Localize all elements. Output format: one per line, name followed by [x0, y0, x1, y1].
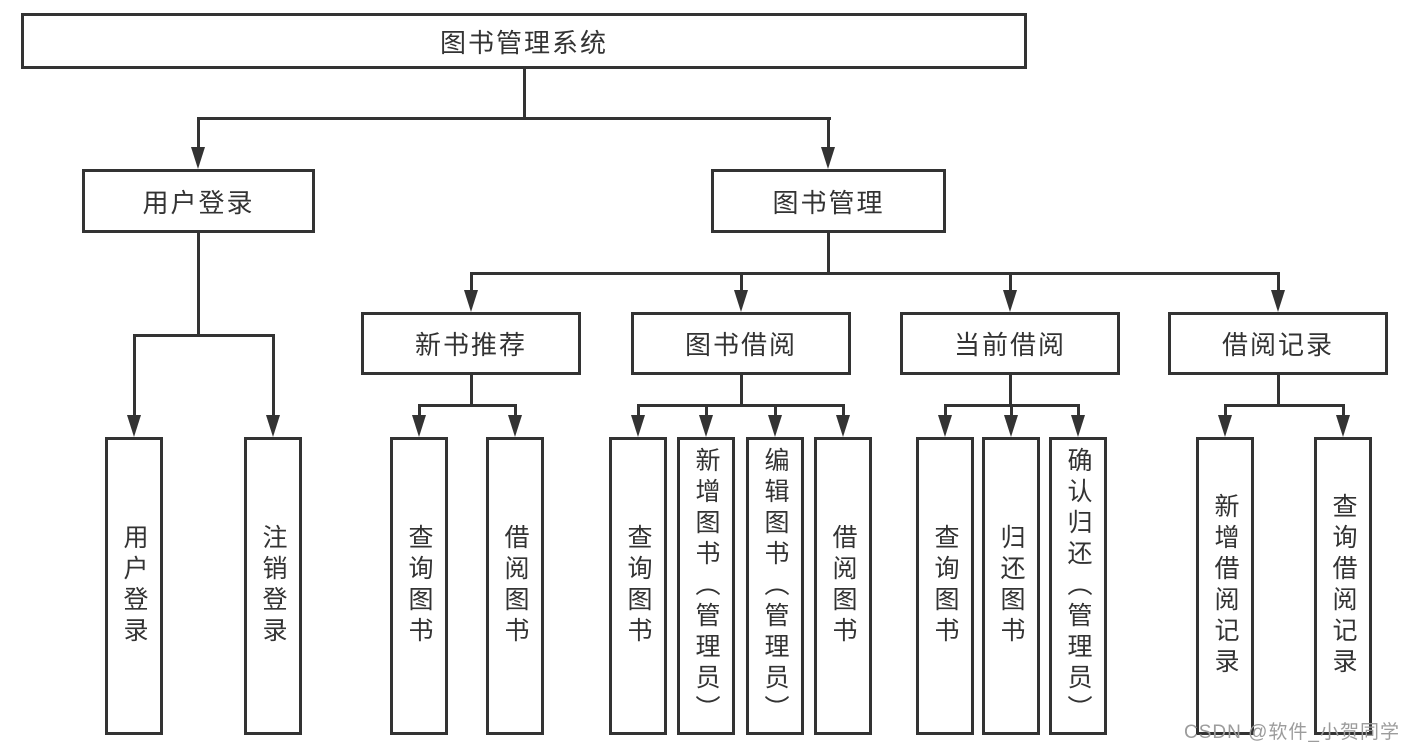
node-leaf-borrow-add-book: 新增图书（管理员） — [677, 437, 735, 735]
arrowhead-records-add — [1218, 415, 1232, 437]
node-leaf-rec-query-book: 查询图书 — [390, 437, 448, 735]
node-leaf-current-return-book: 归还图书 — [982, 437, 1040, 735]
node-book-borrow: 图书借阅 — [631, 312, 851, 375]
connector-stub-records-query — [1342, 404, 1345, 418]
node-leaf-current-query-book: 查询图书 — [916, 437, 974, 735]
connector-stub-rec-query — [418, 404, 421, 418]
node-leaf-records-add-record: 新增借阅记录 — [1196, 437, 1254, 735]
arrowhead-borrow-edit — [768, 415, 782, 437]
node-borrow-records: 借阅记录 — [1168, 312, 1388, 375]
connector-stub-current-confirm — [1077, 404, 1080, 418]
arrowhead-rec-borrow — [508, 415, 522, 437]
arrowhead-borrow-records — [1271, 290, 1285, 312]
connector-stub-current-borrow — [1009, 272, 1012, 292]
arrowhead-user-login — [191, 147, 205, 169]
connector-level3-split — [470, 272, 1280, 275]
connector-stub-current-query — [944, 404, 947, 418]
node-leaf-borrow-query-book: 查询图书 — [609, 437, 667, 735]
arrowhead-book-borrow — [734, 290, 748, 312]
connector-book-borrow-drop — [740, 375, 743, 406]
arrowhead-new-rec — [464, 290, 478, 312]
connector-new-rec-drop — [470, 375, 473, 406]
connector-current-drop — [1009, 375, 1012, 406]
node-leaf-user-login: 用户登录 — [105, 437, 163, 735]
arrowhead-borrow-add — [699, 415, 713, 437]
arrowhead-login-leaf — [127, 415, 141, 437]
arrowhead-current-return — [1004, 415, 1018, 437]
node-new-book-recommend: 新书推荐 — [361, 312, 581, 375]
connector-stub-rec-borrow — [514, 404, 517, 418]
arrowhead-current-confirm — [1071, 415, 1085, 437]
csdn-watermark: CSDN @软件_小贺同学 — [1184, 722, 1400, 743]
connector-stub-records-add — [1224, 404, 1227, 418]
node-leaf-current-confirm-return: 确认归还（管理员） — [1049, 437, 1107, 735]
arrowhead-current-borrow — [1003, 290, 1017, 312]
connector-user-login-split — [133, 334, 275, 337]
arrowhead-borrow-query — [631, 415, 645, 437]
arrowhead-borrow-borrow — [836, 415, 850, 437]
arrowhead-current-query — [938, 415, 952, 437]
connector-stub-book-borrow — [740, 272, 743, 292]
connector-level2-split — [197, 117, 831, 120]
connector-book-borrow-split — [637, 404, 845, 407]
connector-book-management-drop — [827, 233, 830, 274]
connector-stub-new-rec — [470, 272, 473, 292]
connector-stub-borrow-records — [1277, 272, 1280, 292]
connector-stub-login-leaf — [133, 334, 136, 418]
connector-stub-borrow-add — [705, 404, 708, 418]
connector-stub-user-login — [197, 117, 200, 149]
connector-stub-borrow-edit — [774, 404, 777, 418]
node-user-login: 用户登录 — [82, 169, 315, 233]
connector-stub-logout-leaf — [272, 334, 275, 418]
connector-stub-borrow-borrow — [842, 404, 845, 418]
node-leaf-records-query-record: 查询借阅记录 — [1314, 437, 1372, 735]
connector-records-drop — [1277, 375, 1280, 406]
arrowhead-logout-leaf — [266, 415, 280, 437]
arrowhead-rec-query — [412, 415, 426, 437]
connector-stub-borrow-query — [637, 404, 640, 418]
connector-stub-book-management — [827, 117, 830, 149]
arrowhead-records-query — [1336, 415, 1350, 437]
node-leaf-borrow-edit-book: 编辑图书（管理员） — [746, 437, 804, 735]
connector-user-login-drop — [197, 233, 200, 336]
connector-root-drop — [523, 69, 526, 119]
node-leaf-borrow-borrow-book: 借阅图书 — [814, 437, 872, 735]
connector-new-rec-split — [418, 404, 517, 407]
node-library-system: 图书管理系统 — [21, 13, 1027, 69]
node-leaf-logout: 注销登录 — [244, 437, 302, 735]
connector-stub-current-return — [1010, 404, 1013, 418]
connector-records-split — [1224, 404, 1345, 407]
arrowhead-book-management — [821, 147, 835, 169]
node-book-management: 图书管理 — [711, 169, 946, 233]
node-current-borrow: 当前借阅 — [900, 312, 1120, 375]
node-leaf-rec-borrow-book: 借阅图书 — [486, 437, 544, 735]
